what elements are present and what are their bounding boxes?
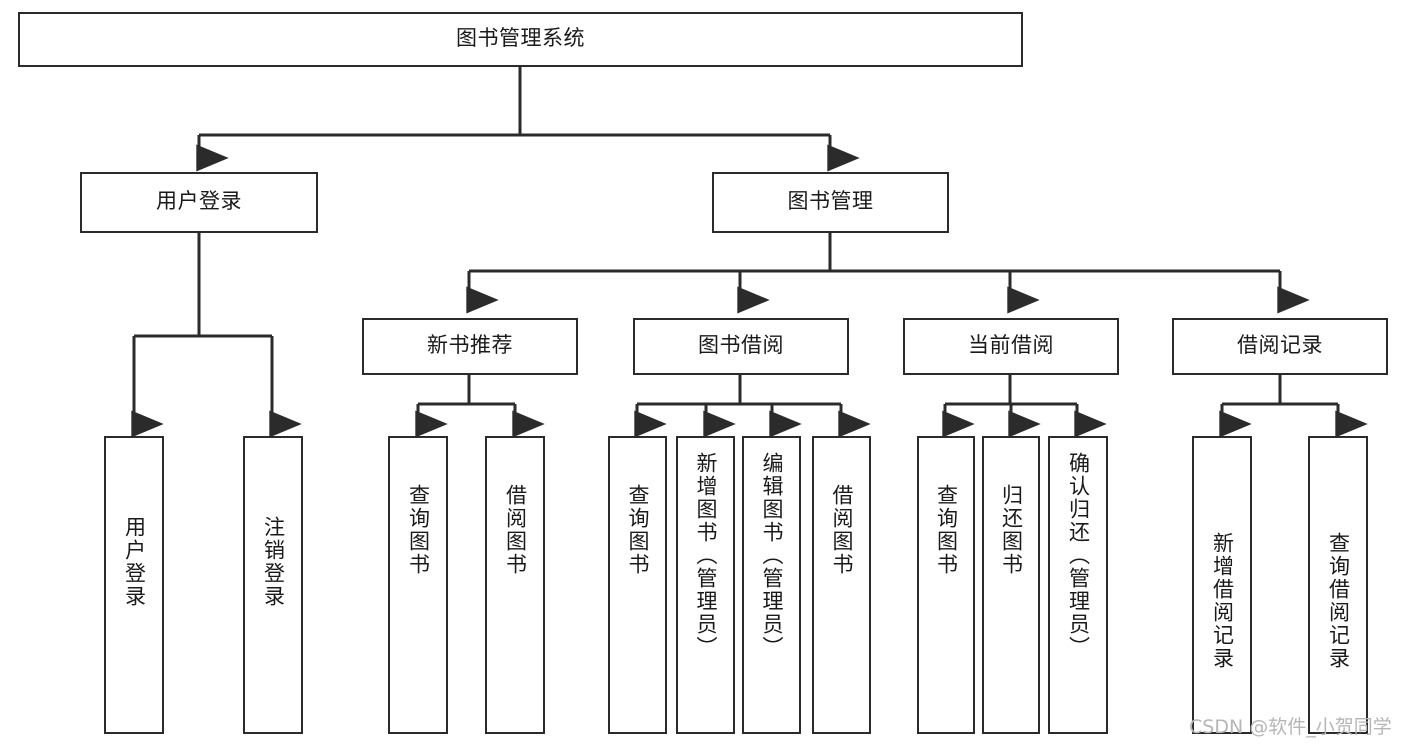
leaf-cb-confirm-return-label: 确认归还（管理员） (1066, 452, 1090, 659)
node-book-borrow[interactable]: 图书借阅 (633, 318, 849, 375)
leaf-bb-query-book[interactable]: 查询图书 (608, 436, 667, 734)
node-book-borrow-label: 图书借阅 (698, 334, 784, 358)
node-user-login[interactable]: 用户登录 (80, 172, 318, 233)
leaf-nb-query-book-label: 查询图书 (406, 484, 430, 576)
leaf-bb-query-book-label: 查询图书 (626, 484, 649, 576)
leaf-br-query-record-label: 查询借阅记录 (1326, 532, 1350, 670)
node-current-borrow[interactable]: 当前借阅 (903, 318, 1119, 375)
leaf-cb-query-book-label: 查询图书 (934, 484, 958, 576)
leaf-bb-edit-book-label: 编辑图书（管理员） (760, 452, 783, 659)
node-borrow-record-label: 借阅记录 (1237, 334, 1323, 358)
leaf-bb-edit-book[interactable]: 编辑图书（管理员） (742, 436, 801, 734)
leaf-bb-borrow-book-label: 借阅图书 (830, 484, 853, 576)
leaf-user-login[interactable]: 用户登录 (104, 436, 164, 734)
leaf-bb-borrow-book[interactable]: 借阅图书 (812, 436, 871, 734)
leaf-logout-label: 注销登录 (261, 516, 285, 608)
leaf-br-add-record-label: 新增借阅记录 (1210, 532, 1234, 670)
node-root[interactable]: 图书管理系统 (18, 12, 1023, 67)
watermark: CSDN @软件_小贺同学 (1189, 716, 1392, 738)
leaf-cb-return-book[interactable]: 归还图书 (982, 436, 1040, 734)
node-new-book-recommend[interactable]: 新书推荐 (362, 318, 578, 375)
leaf-nb-borrow-book[interactable]: 借阅图书 (485, 436, 545, 734)
leaf-br-query-record[interactable]: 查询借阅记录 (1308, 436, 1368, 734)
leaf-logout[interactable]: 注销登录 (243, 436, 303, 734)
node-book-management-label: 图书管理 (787, 190, 874, 214)
node-current-borrow-label: 当前借阅 (968, 334, 1054, 358)
node-borrow-record[interactable]: 借阅记录 (1172, 318, 1388, 375)
leaf-nb-query-book[interactable]: 查询图书 (388, 436, 448, 734)
node-user-login-label: 用户登录 (156, 190, 242, 214)
node-book-management[interactable]: 图书管理 (712, 172, 949, 233)
leaf-nb-borrow-book-label: 借阅图书 (503, 484, 527, 576)
leaf-bb-add-book-label: 新增图书（管理员） (694, 452, 717, 659)
leaf-br-add-record[interactable]: 新增借阅记录 (1192, 436, 1252, 734)
node-root-label: 图书管理系统 (456, 27, 585, 51)
leaf-cb-return-book-label: 归还图书 (999, 484, 1023, 576)
leaf-user-login-label: 用户登录 (122, 516, 146, 608)
leaf-cb-confirm-return[interactable]: 确认归还（管理员） (1048, 436, 1108, 734)
node-new-book-recommend-label: 新书推荐 (427, 334, 513, 358)
leaf-bb-add-book[interactable]: 新增图书（管理员） (676, 436, 735, 734)
leaf-cb-query-book[interactable]: 查询图书 (917, 436, 975, 734)
